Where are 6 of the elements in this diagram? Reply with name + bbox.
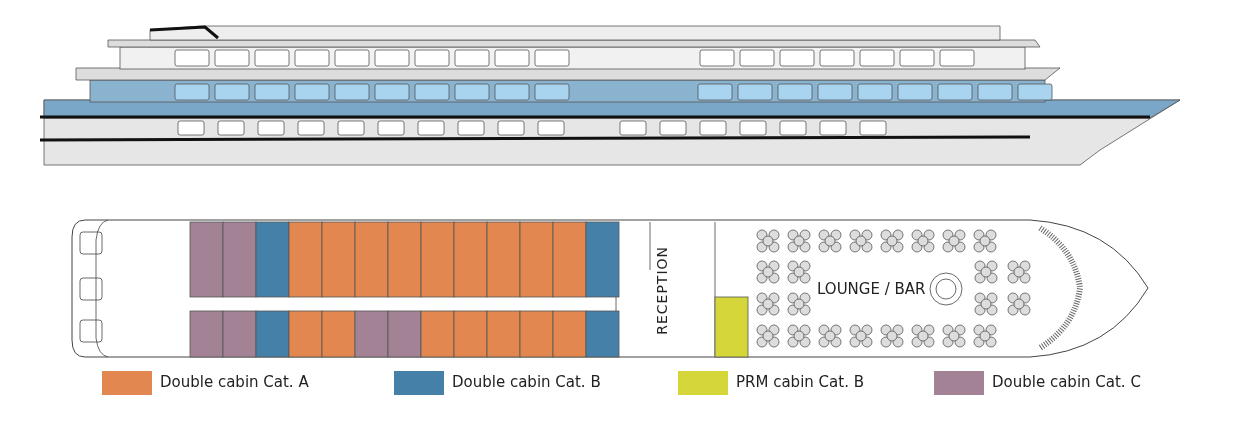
legend-label: Double cabin Cat. C (992, 373, 1141, 391)
legend-label: Double cabin Cat. A (160, 373, 309, 391)
room-label: RECEPTION (654, 246, 670, 335)
room-label: LOUNGE / BAR (817, 280, 926, 298)
legend-label: PRM cabin Cat. B (736, 373, 864, 391)
legend-label: Double cabin Cat. B (452, 373, 601, 391)
